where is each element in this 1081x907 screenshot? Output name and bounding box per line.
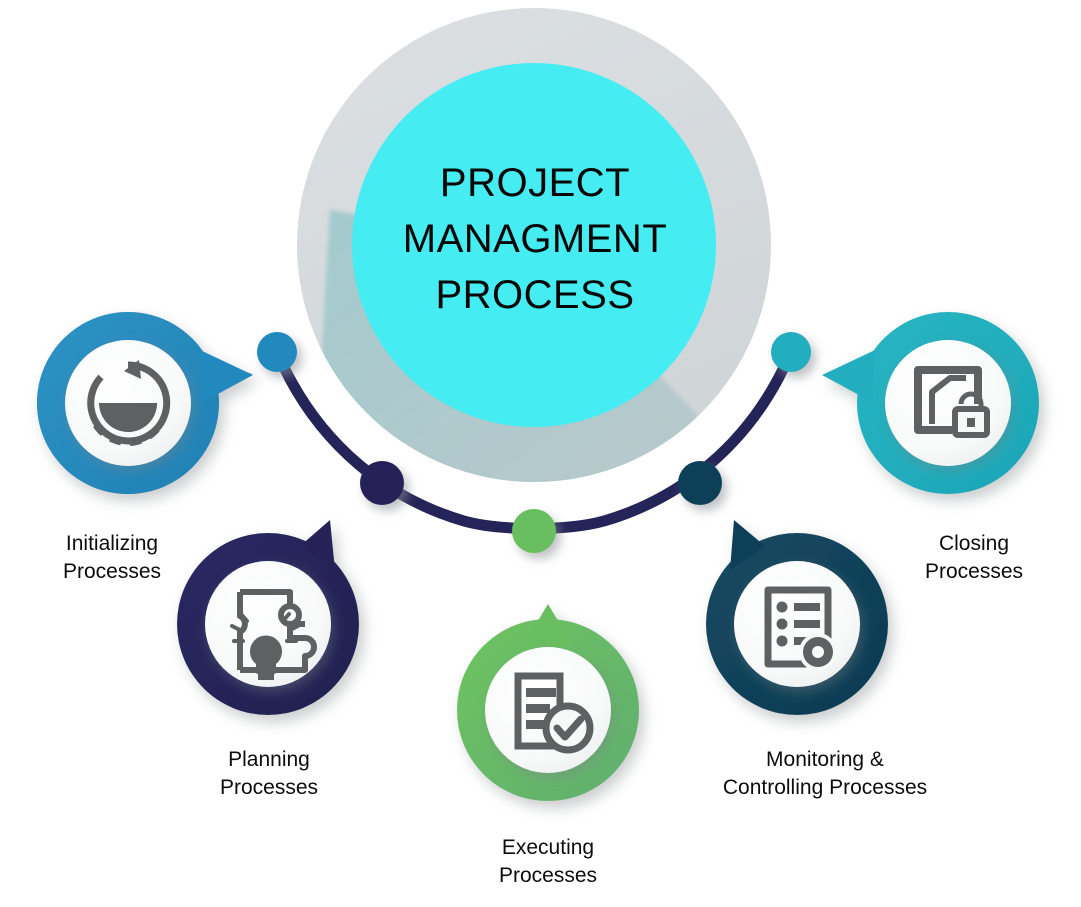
hub-inner-disc	[352, 63, 716, 427]
node-label-closing: Closing Processes	[924, 532, 1024, 583]
node-planning-plate	[205, 561, 331, 687]
node-label-initializing: Initializing Processes	[62, 532, 162, 583]
node-planning[interactable]	[177, 520, 359, 715]
node-label-executing: Executing Processes	[498, 836, 598, 887]
circular-arrow-pie-icon	[87, 360, 171, 446]
connector-dot-initializing[interactable]	[257, 332, 297, 372]
connector-dot-executing[interactable]	[512, 509, 556, 553]
node-initializing[interactable]	[36, 312, 253, 494]
node-closing-plate	[885, 340, 1011, 466]
connector-dot-monitoring[interactable]	[678, 461, 722, 505]
node-label-monitoring-controlling: Monitoring & Controlling Processes	[722, 748, 928, 799]
connector-dot-closing[interactable]	[771, 332, 811, 372]
node-closing[interactable]	[822, 312, 1039, 494]
node-executing[interactable]	[457, 604, 639, 801]
connector-dot-planning[interactable]	[360, 461, 404, 505]
document-check-icon	[514, 672, 594, 754]
node-monitoring-controlling[interactable]	[706, 520, 888, 715]
puzzle-lightbulb-icon	[230, 589, 317, 680]
node-label-planning: Planning Processes	[219, 748, 319, 799]
archive-lock-icon	[914, 366, 990, 438]
checklist-clipboard-icon	[764, 586, 837, 671]
